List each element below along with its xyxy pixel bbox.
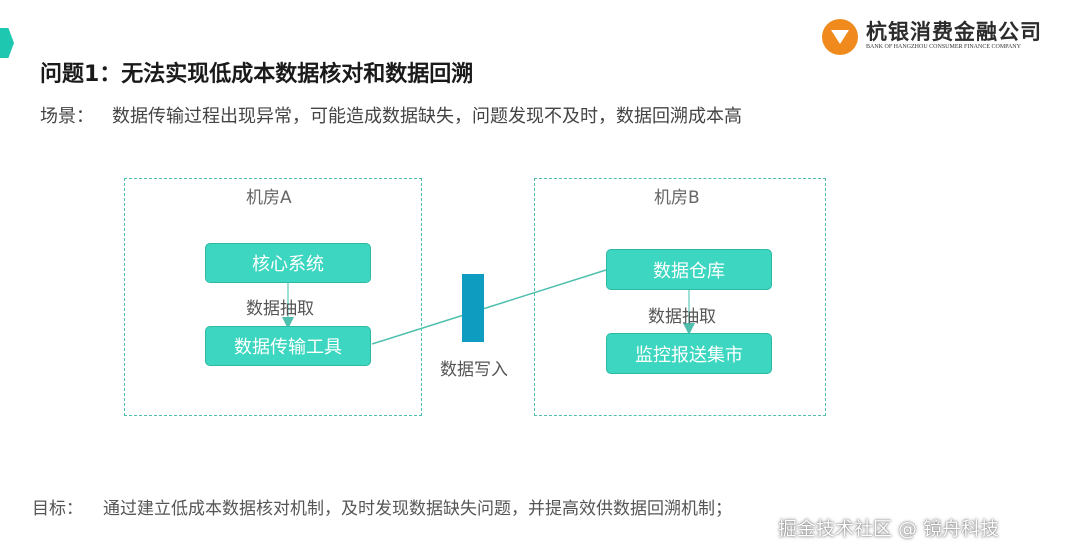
node-data-warehouse: 数据仓库: [606, 249, 772, 290]
node-monitor-market: 监控报送集市: [606, 333, 772, 374]
scene-line: 场景： 数据传输过程出现异常，可能造成数据缺失，问题发现不及时，数据回溯成本高: [40, 102, 742, 128]
room-a-frame: [124, 178, 422, 416]
edge-label-extract-b: 数据抽取: [648, 307, 716, 327]
goal-line: 目标： 通过建立低成本数据核对机制，及时发现数据缺失问题，并提高效供数据回溯机制；: [32, 494, 732, 519]
logo-subtitle: BANK OF HANGZHOU CONSUMER FINANCE COMPAN…: [866, 44, 1021, 50]
logo-name: 杭银消费金融公司: [866, 19, 1042, 44]
edge-label-extract-a: 数据抽取: [246, 299, 314, 319]
room-b-label: 机房B: [654, 188, 700, 208]
node-transfer-tool: 数据传输工具: [205, 326, 371, 366]
logo-mark-icon: [822, 19, 858, 55]
scene-text: 数据传输过程出现异常，可能造成数据缺失，问题发现不及时，数据回溯成本高: [112, 106, 742, 127]
node-core-system: 核心系统: [205, 243, 371, 283]
watermark: 掘金技术社区 @ 镜舟科技: [778, 518, 1000, 540]
room-b-frame: [534, 178, 826, 416]
accent-tab: [0, 28, 14, 58]
page-title: 问题1：无法实现低成本数据核对和数据回溯: [40, 62, 474, 87]
scene-label: 场景：: [40, 106, 94, 127]
company-logo: 杭银消费金融公司 BANK OF HANGZHOU CONSUMER FINAN…: [822, 16, 1042, 56]
goal-label: 目标：: [32, 499, 83, 519]
write-bar-icon: [462, 274, 484, 342]
room-a-label: 机房A: [246, 188, 292, 208]
edge-label-write: 数据写入: [440, 360, 508, 380]
goal-text: 通过建立低成本数据核对机制，及时发现数据缺失问题，并提高效供数据回溯机制；: [103, 499, 732, 519]
